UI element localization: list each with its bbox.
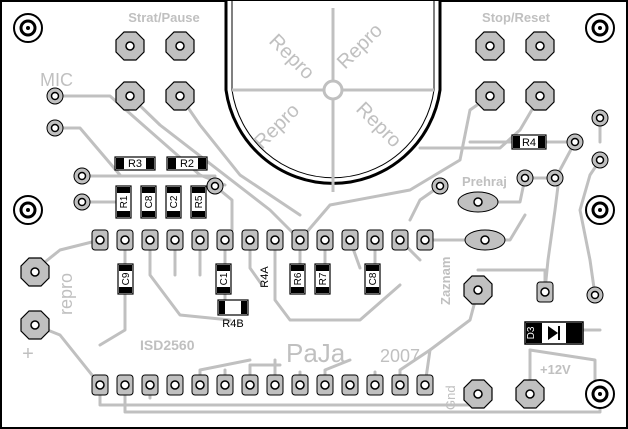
svg-text:R5: R5 xyxy=(194,195,205,208)
label-year: 2007 xyxy=(380,346,420,366)
pad-mic-2 xyxy=(46,119,64,137)
label-plus: + xyxy=(22,343,34,365)
pad-start-3 xyxy=(115,81,145,111)
pad-repro-2 xyxy=(20,310,50,340)
pad-d3-b xyxy=(586,286,604,304)
label-r4a: R4A xyxy=(259,266,271,288)
label-repro: repro xyxy=(56,273,76,315)
pad-right-mid-3 xyxy=(591,151,609,169)
capacitor-c8: C8 xyxy=(364,263,381,295)
speaker-footprint: Repro Repro Repro Repro xyxy=(224,1,442,192)
prehraj-pads xyxy=(457,191,506,251)
pad-stop-4 xyxy=(525,81,555,111)
mounting-holes xyxy=(13,13,615,409)
silkscreen-labels: Strat/Pause Stop/Reset MIC Prehraj Zazna… xyxy=(22,10,571,410)
diode-d3: D3 xyxy=(524,321,584,345)
pad-mic-1 xyxy=(46,87,64,105)
resistor-r7: R7 xyxy=(314,263,331,295)
mounting-hole-bottom-right xyxy=(585,379,615,409)
capacitor-c1: C1 xyxy=(215,263,232,295)
svg-text:R3: R3 xyxy=(128,158,142,170)
pad-start-1 xyxy=(115,31,145,61)
pad-start-2 xyxy=(165,31,195,61)
pad-stop-3 xyxy=(475,81,505,111)
pad-gnd xyxy=(463,379,493,409)
capacitor-c9: C9 xyxy=(117,263,134,295)
svg-text:R4B: R4B xyxy=(222,318,243,330)
pad-12v xyxy=(515,379,545,409)
resistor-r5: R5 xyxy=(190,185,207,219)
svg-text:D3: D3 xyxy=(526,326,537,339)
svg-text:R6: R6 xyxy=(293,272,304,285)
resistor-r2: R2 xyxy=(166,156,208,171)
svg-text:C8: C8 xyxy=(144,195,155,208)
pad-r3-left xyxy=(73,167,91,185)
resistor-r3: R3 xyxy=(114,156,156,171)
svg-text:R4: R4 xyxy=(522,137,536,149)
pad-zaznam-1 xyxy=(463,275,493,305)
capacitor-c8-top: C8 xyxy=(140,185,157,219)
pad-r1-left xyxy=(73,193,91,211)
label-prehraj: Prehraj xyxy=(462,174,507,189)
resistor-r1: R1 xyxy=(115,185,132,219)
pad-right-mid-2 xyxy=(546,169,564,187)
pad-right-top xyxy=(591,109,609,127)
pad-start-4 xyxy=(165,81,195,111)
pad-repro-1 xyxy=(20,257,50,287)
pad-d3-a xyxy=(536,281,554,303)
speaker-center-pad xyxy=(322,79,344,101)
svg-text:C2: C2 xyxy=(169,195,180,208)
pad-c2 xyxy=(206,177,224,195)
svg-text:R1: R1 xyxy=(119,195,130,208)
mounting-hole-top-right xyxy=(585,13,615,43)
label-start-pause: Strat/Pause xyxy=(128,10,200,25)
svg-text:R2: R2 xyxy=(180,158,194,170)
mounting-hole-mid-right xyxy=(585,195,615,225)
svg-text:C9: C9 xyxy=(121,272,132,285)
label-author: PaJa xyxy=(286,338,346,368)
resistor-r4: R4 xyxy=(511,134,547,150)
mounting-hole-mid-left xyxy=(13,195,43,225)
capacitor-c2: C2 xyxy=(165,185,182,219)
label-mic: MIC xyxy=(40,70,73,90)
pad-stop-1 xyxy=(475,31,505,61)
svg-text:C1: C1 xyxy=(219,272,230,285)
svg-text:R7: R7 xyxy=(318,272,329,285)
label-zaznam: Zaznam xyxy=(438,257,453,305)
pad-prehraj-small xyxy=(431,177,449,195)
label-isd2560: ISD2560 xyxy=(140,337,195,353)
label-gnd: Gnd xyxy=(443,385,458,410)
pad-r4-right xyxy=(566,133,584,151)
pad-right-mid-1 xyxy=(516,169,534,187)
mounting-hole-top-left xyxy=(13,13,43,43)
resistor-r6: R6 xyxy=(289,263,306,295)
svg-text:C8: C8 xyxy=(368,272,379,285)
smd-components: R3 R2 R1 C8 C2 R5 xyxy=(114,134,584,345)
pad-stop-2 xyxy=(525,31,555,61)
label-stop-reset: Stop/Reset xyxy=(482,10,551,25)
label-12v: +12V xyxy=(540,362,571,377)
resistor-r4b: R4B xyxy=(217,299,249,330)
